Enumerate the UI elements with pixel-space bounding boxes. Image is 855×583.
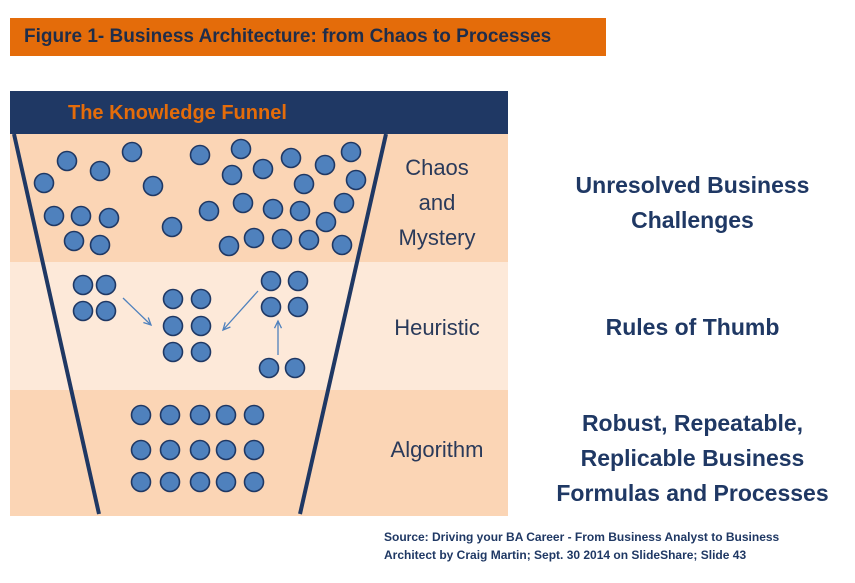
knowledge-dot — [232, 192, 254, 214]
knowledge-dot — [243, 404, 265, 426]
knowledge-dot — [190, 288, 212, 310]
knowledge-dot — [130, 471, 152, 493]
knowledge-dot — [260, 296, 282, 318]
knowledge-dot — [252, 158, 274, 180]
knowledge-dot — [89, 234, 111, 256]
knowledge-dot — [345, 169, 367, 191]
knowledge-dot — [260, 270, 282, 292]
knowledge-dot — [121, 141, 143, 163]
knowledge-dot — [198, 200, 220, 222]
knowledge-dot — [287, 296, 309, 318]
knowledge-dot — [189, 404, 211, 426]
arrow-head — [143, 317, 153, 327]
arrows-group — [122, 290, 283, 355]
knowledge-dot — [218, 235, 240, 257]
funnel-left-edge — [12, 133, 101, 515]
knowledge-dot — [159, 471, 181, 493]
knowledge-dot — [280, 147, 302, 169]
dots-group — [33, 138, 367, 493]
knowledge-dot — [284, 357, 306, 379]
knowledge-dot — [331, 234, 353, 256]
knowledge-dot — [161, 216, 183, 238]
description-heuristic: Rules of Thumb — [605, 314, 780, 340]
knowledge-dot — [271, 228, 293, 250]
knowledge-dot — [190, 341, 212, 363]
knowledge-dot — [262, 198, 284, 220]
figure-title: Figure 1- Business Architecture: from Ch… — [10, 18, 606, 56]
knowledge-dot — [89, 160, 111, 182]
funnel-header-bar — [10, 91, 508, 134]
knowledge-dot — [258, 357, 280, 379]
knowledge-dot — [314, 154, 336, 176]
knowledge-dot — [159, 439, 181, 461]
knowledge-dot — [63, 230, 85, 252]
knowledge-dot — [215, 404, 237, 426]
knowledge-dot — [190, 315, 212, 337]
source-citation: Source: Driving your BA Career - From Bu… — [384, 530, 780, 562]
knowledge-dot — [243, 439, 265, 461]
flow-arrow — [122, 297, 152, 326]
knowledge-dot — [98, 207, 120, 229]
knowledge-dot — [215, 439, 237, 461]
knowledge-dot — [243, 227, 265, 249]
knowledge-dot — [162, 341, 184, 363]
knowledge-dot — [162, 315, 184, 337]
stage-label-heuristic: Heuristic — [394, 315, 480, 340]
knowledge-dot — [159, 404, 181, 426]
knowledge-dot — [95, 300, 117, 322]
knowledge-dot — [95, 274, 117, 296]
stage-label-algorithm: Algorithm — [390, 437, 484, 462]
stage-label-chaos: Chaos and Mystery — [398, 155, 476, 250]
knowledge-dot — [298, 229, 320, 251]
description-algorithm: Robust, Repeatable, Replicable Business … — [556, 410, 829, 506]
knowledge-dot — [340, 141, 362, 163]
knowledge-dot — [130, 404, 152, 426]
arrow-head — [273, 319, 283, 329]
knowledge-dot — [130, 439, 152, 461]
funnel-right-edge — [298, 133, 388, 515]
knowledge-dot — [315, 211, 337, 233]
knowledge-dot — [289, 200, 311, 222]
knowledge-dot — [189, 471, 211, 493]
knowledge-dot — [72, 274, 94, 296]
funnel-header-title: The Knowledge Funnel — [68, 102, 287, 124]
knowledge-dot — [333, 192, 355, 214]
knowledge-dot — [142, 175, 164, 197]
knowledge-dot — [293, 173, 315, 195]
flow-arrow — [222, 290, 259, 331]
knowledge-dot — [70, 205, 92, 227]
knowledge-dot — [221, 164, 243, 186]
knowledge-dot — [43, 205, 65, 227]
knowledge-dot — [189, 439, 211, 461]
knowledge-dot — [56, 150, 78, 172]
arrow-head — [222, 322, 231, 332]
knowledge-dot — [33, 172, 55, 194]
knowledge-dot — [189, 144, 211, 166]
knowledge-dot — [72, 300, 94, 322]
knowledge-dot — [215, 471, 237, 493]
knowledge-dot — [287, 270, 309, 292]
description-chaos: Unresolved Business Challenges — [575, 172, 810, 233]
knowledge-dot — [243, 471, 265, 493]
knowledge-dot — [230, 138, 252, 160]
knowledge-dot — [162, 288, 184, 310]
